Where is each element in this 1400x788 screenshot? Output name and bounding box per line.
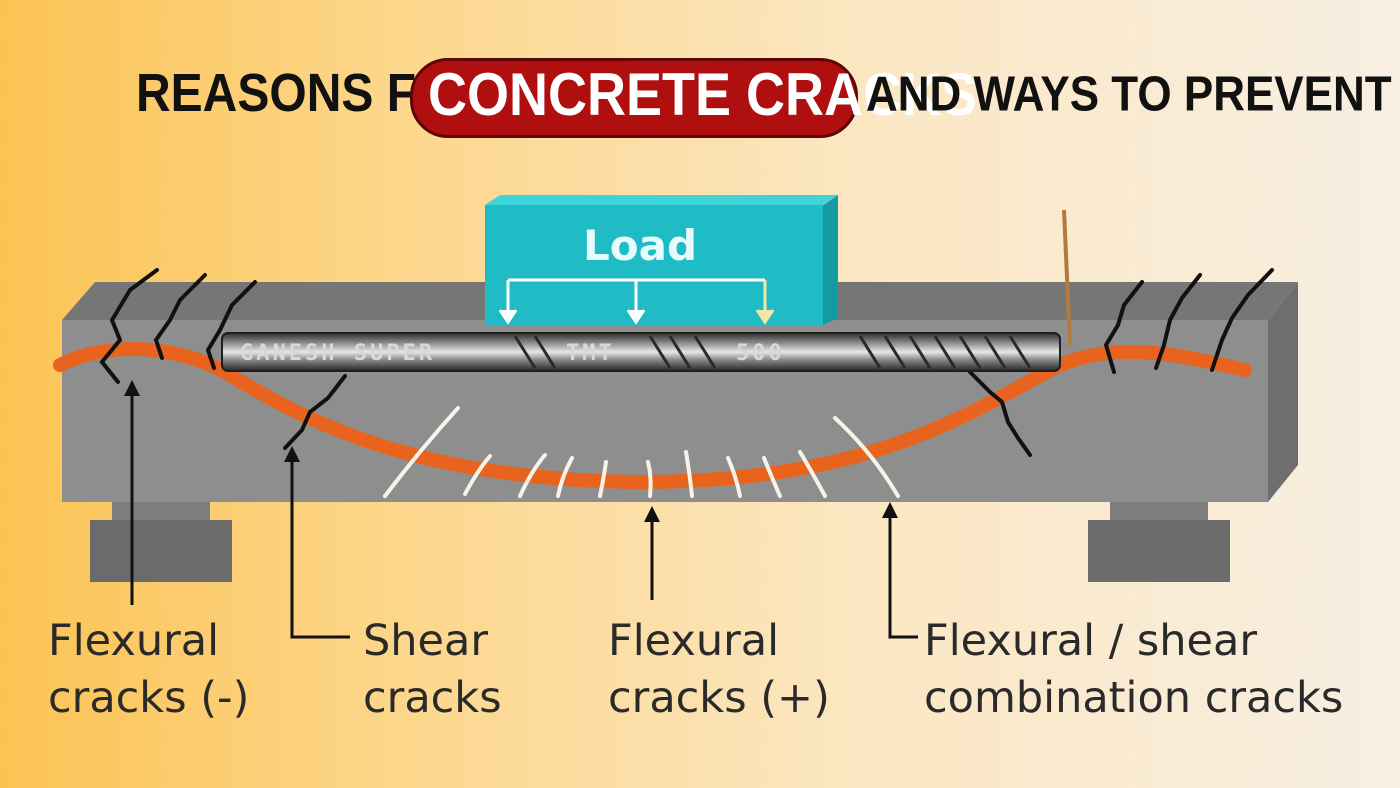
title-highlight-pill [410, 58, 858, 138]
rebar-brand-text: GANESH SUPER [240, 341, 435, 366]
load-block [485, 195, 838, 325]
deflection-curve [53, 341, 1252, 490]
pointer-line [1062, 209, 1072, 346]
label-combo-line1: Flexural / shear [924, 616, 1257, 666]
title-highlight: CONCRETE CRACKS [428, 61, 978, 129]
crack-labels: Flexural cracks (-) Shear cracks Flexura… [48, 616, 1343, 723]
title-suffix: AND WAYS TO PREVENT IT [866, 67, 1400, 122]
tmt-rebar: GANESH SUPER TMT 500 [221, 332, 1061, 372]
flexural-negative-cracks [99, 268, 1274, 384]
label-combo-line2: combination cracks [924, 673, 1343, 723]
shear-crack [283, 374, 347, 450]
load-label: Load [583, 221, 697, 270]
label-shear-line1: Shear [363, 616, 488, 666]
label-flexural-neg-line2: cracks (-) [48, 673, 249, 723]
flexural-positive-cracks [383, 406, 900, 498]
label-flexural-pos-line2: cracks (+) [608, 673, 830, 723]
rebar-strength-text: 500 [736, 341, 785, 366]
label-shear-line2: cracks [363, 673, 502, 723]
load-arrows [498, 278, 775, 325]
label-leaders [130, 385, 918, 639]
label-flexural-neg-line1: Flexural [48, 616, 219, 666]
title-banner: REASONS FOR CONCRETE CRACKS AND WAYS TO … [0, 58, 1400, 138]
rebar-grade-text: TMT [566, 341, 615, 366]
label-flexural-pos-line1: Flexural [608, 616, 779, 666]
leader-arrowheads [124, 380, 898, 522]
combination-crack [968, 370, 1032, 457]
